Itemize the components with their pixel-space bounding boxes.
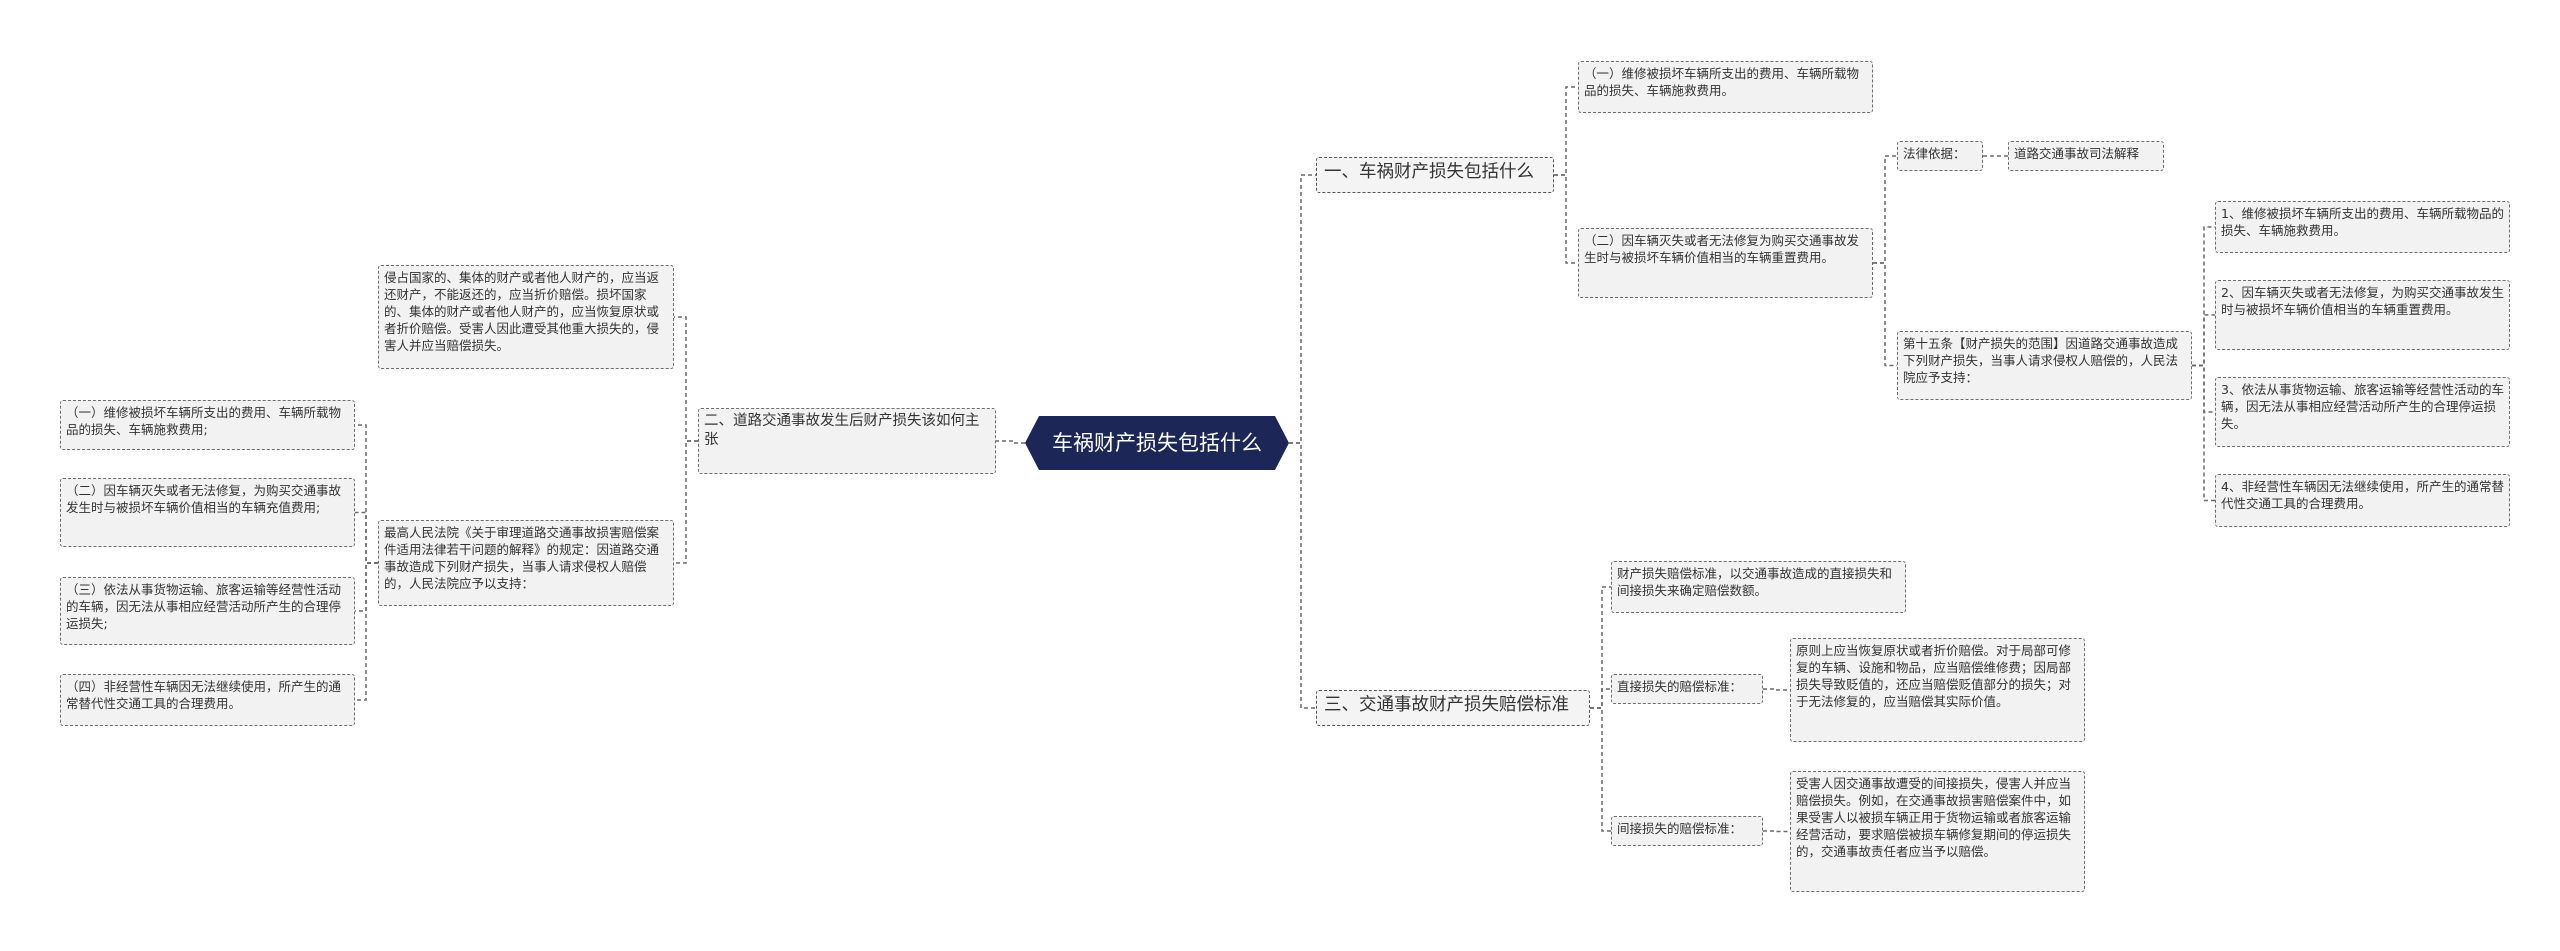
link-b3-direct (1590, 688, 1611, 709)
indirect-loss-text-node[interactable]: 受害人因交通事故遭受的间接损失，侵害人并应当赔偿损失。例如，在交通事故损害赔偿案… (1790, 771, 2085, 892)
interpretation-item-1[interactable]: （一）维修被损坏车辆所支出的费用、车辆所载物品的损失、车辆施救费用; (60, 400, 355, 450)
article-item-4[interactable]: 4、非经营性车辆因无法继续使用，所产生的通常替代性交通工具的合理费用。 (2215, 474, 2510, 527)
link-int-l4 (355, 562, 378, 701)
link-indirect-text (1763, 830, 1790, 833)
article-item-1[interactable]: 1、维修被损坏车辆所支出的费用、车辆所载物品的损失、车辆施救费用。 (2215, 201, 2510, 253)
root-title: 车祸财产损失包括什么 (1052, 431, 1262, 455)
link-c2-legal (1873, 155, 1897, 264)
interpretation-item-4[interactable]: （四）非经营性车辆因无法继续使用，所产生的通常替代性交通工具的合理费用。 (60, 674, 355, 726)
interpretation-item-3[interactable]: （三）依法从事货物运输、旅客运输等经营性活动的车辆，因无法从事相应经营活动所产生… (60, 577, 355, 645)
link-c2-article (1873, 262, 1897, 367)
branch1-child-1[interactable]: （一）维修被损坏车辆所支出的费用、车辆所载物品的损失、车辆施救费用。 (1578, 61, 1873, 113)
branch-node-1[interactable]: 一、车祸财产损失包括什么 (1316, 157, 1554, 193)
link-int-l1 (355, 424, 378, 564)
indirect-loss-label-node[interactable]: 间接损失的赔偿标准： (1611, 816, 1763, 846)
link-art-i4 (2192, 364, 2215, 502)
root-node[interactable]: 车祸财产损失包括什么 (1025, 416, 1289, 470)
interpretation-item-2[interactable]: （二）因车辆灭失或者无法修复，为购买交通事故发生时与被损坏车辆价值相当的车辆充值… (60, 478, 355, 547)
link-art-i2 (2192, 314, 2215, 367)
link-b3-std (1590, 586, 1611, 709)
link-root-b2 (996, 440, 1025, 444)
branch1-child-2[interactable]: （二）因车辆灭失或者无法修复为购买交通事故发生时与被损坏车辆价值相当的车辆重置费… (1578, 228, 1873, 298)
branch2-child-top[interactable]: 侵占国家的、集体的财产或者他人财产的，应当返还财产，不能返还的，应当折价赔偿。损… (378, 265, 674, 369)
article-15-node[interactable]: 第十五条【财产损失的范围】因道路交通事故造成下列财产损失，当事人请求侵权人赔偿的… (1897, 331, 2192, 400)
legal-basis-node[interactable]: 法律依据： (1897, 141, 1983, 171)
article-item-3[interactable]: 3、依法从事货物运输、旅客运输等经营性活动的车辆，因无法从事相应经营活动所产生的… (2215, 377, 2510, 447)
link-art-i1 (2192, 226, 2215, 367)
branch2-child-interpretation[interactable]: 最高人民法院《关于审理道路交通事故损害赔偿案件适用法律若干问题的解释》的规定：因… (378, 520, 674, 606)
compensation-standard-node[interactable]: 财产损失赔偿标准，以交通事故造成的直接损失和间接损失来确定赔偿数额。 (1611, 561, 1906, 613)
branch-label: 一、车祸财产损失包括什么 (1324, 162, 1534, 182)
direct-loss-text-node[interactable]: 原则上应当恢复原状或者折价赔偿。对于局部可修复的车辆、设施和物品，应当赔偿维修费… (1790, 638, 2085, 742)
link-root-b3 (1289, 442, 1316, 709)
link-b1-c1 (1554, 86, 1578, 176)
link-b2-interp (674, 440, 698, 564)
article-item-2[interactable]: 2、因车辆灭失或者无法修复，为购买交通事故发生时与被损坏车辆价值相当的车辆重置费… (2215, 280, 2510, 350)
branch-node-3[interactable]: 三、交通事故财产损失赔偿标准 (1316, 690, 1590, 726)
link-int-l2 (355, 511, 378, 564)
direct-loss-label-node[interactable]: 直接损失的赔偿标准： (1611, 674, 1763, 704)
link-root-b1 (1289, 174, 1316, 444)
branch-node-2[interactable]: 二、道路交通事故发生后财产损失该如何主张 (698, 408, 996, 474)
link-b1-c2 (1554, 174, 1578, 264)
link-b2-top (674, 316, 698, 442)
link-b3-indirect (1590, 707, 1611, 832)
link-direct-text (1763, 688, 1790, 691)
legal-basis-value-node[interactable]: 道路交通事故司法解释 (2008, 141, 2164, 171)
